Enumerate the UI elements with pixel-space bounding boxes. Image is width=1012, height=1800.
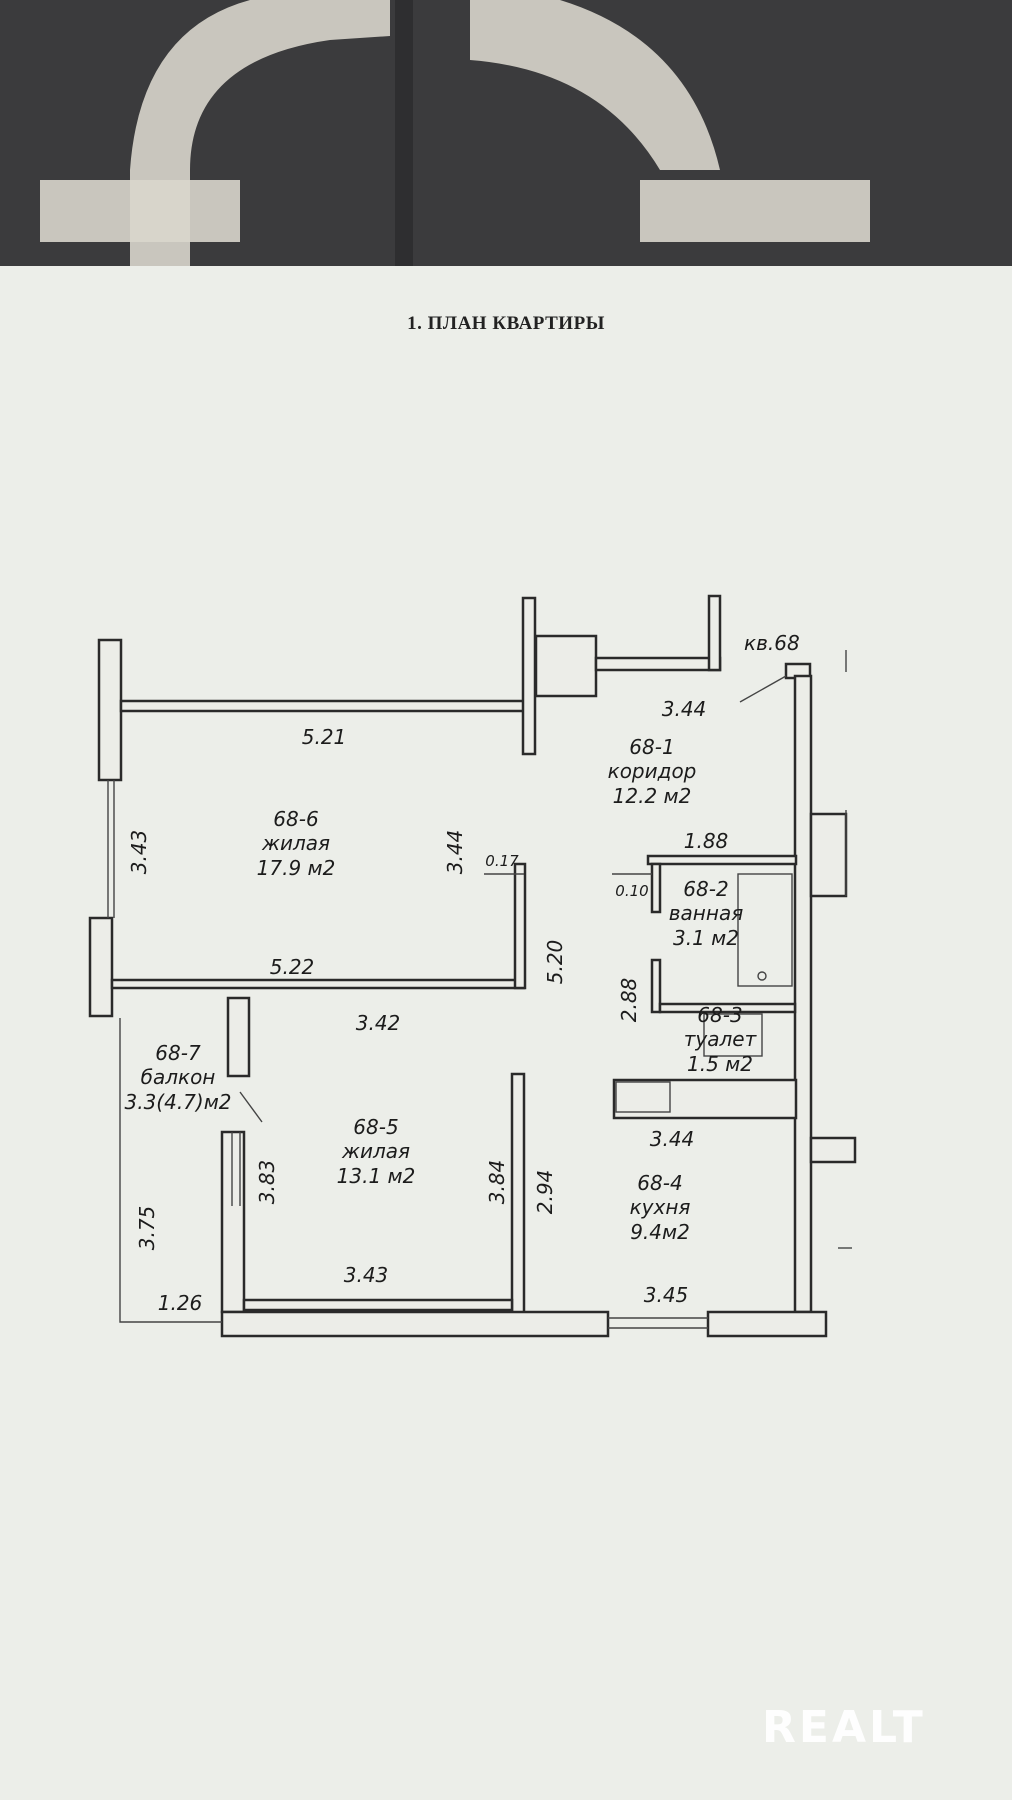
room-corridor: 68-1 коридор 12.2 м2 (608, 735, 697, 808)
wall-top-right-pier (707, 594, 722, 672)
wall-bath-left (650, 862, 662, 914)
toilet-fixture (703, 1013, 763, 1057)
dim-kitchen-width-bottom: 3.45 (644, 1283, 689, 1307)
room-living2-name: жилая (341, 1139, 410, 1163)
room-living2-code: 68-5 (353, 1115, 398, 1139)
wall-top-bedroom (119, 699, 527, 713)
wall-bottom-left (220, 1310, 610, 1338)
document-title: 1. ПЛАН КВАРТИРЫ (407, 313, 605, 334)
balcony-outline (119, 1018, 222, 1323)
wall-right-kitchen-ledge (809, 1136, 857, 1164)
room-balcony-code: 68-7 (155, 1041, 201, 1065)
dim-wall-017: 0.17 (485, 852, 519, 870)
apartment-leader (739, 675, 787, 703)
room-kitchen: 68-4 кухня 9.4м2 (630, 1171, 691, 1244)
balcony-leader (239, 1091, 263, 1123)
room-toilet: 68-3 туалет 1.5 м2 (684, 1003, 758, 1076)
dim-bedroom-length: 5.21 (302, 725, 347, 749)
dim-corridor-length: 5.20 (543, 940, 567, 985)
wall-right-window (809, 812, 848, 898)
room-bathroom: 68-2 ванная 3.1 м2 (669, 877, 743, 950)
room-toilet-name: туалет (684, 1027, 758, 1051)
dim-living2-right-height: 3.84 (485, 1160, 509, 1205)
bathtub-drain (757, 971, 767, 981)
room-bathroom-code: 68-2 (683, 877, 728, 901)
room-living2: 68-5 жилая 13.1 м2 (337, 1115, 416, 1188)
paper-sheet (0, 266, 1012, 1800)
fabric-background (0, 0, 1012, 300)
wall-balcony-pier (226, 996, 251, 1078)
dim-living2-width-top: 3.42 (356, 1011, 401, 1035)
room-balcony-area: 3.3(4.7)м2 (124, 1090, 231, 1114)
kitchen-riser (615, 1081, 671, 1113)
dim-living2-left-height: 3.83 (255, 1160, 279, 1205)
dim-bedroom-width: 3.44 (443, 830, 467, 875)
room-living1: 68-6 жилая 17.9 м2 (257, 807, 336, 880)
room-corridor-name: коридор (608, 759, 697, 783)
room-bathroom-area: 3.1 м2 (673, 926, 739, 950)
dim-bath-width: 1.88 (684, 829, 729, 853)
dim-kitchen-length: 2.94 (533, 1170, 557, 1215)
bathtub (737, 873, 793, 987)
room-living2-area: 13.1 м2 (337, 1164, 416, 1188)
wall-top-right (594, 656, 722, 672)
room-bathroom-name: ванная (669, 901, 743, 925)
wall-top-pier (521, 596, 537, 756)
room-kitchen-name: кухня (630, 1195, 691, 1219)
dim-kitchen-width-top: 3.44 (650, 1127, 695, 1151)
dim-wall-010: 0.10 (615, 882, 648, 900)
room-corridor-area: 12.2 м2 (613, 784, 692, 808)
room-living1-area: 17.9 м2 (257, 856, 336, 880)
watermark-logo: REALT (762, 1702, 926, 1753)
room-kitchen-area: 9.4м2 (630, 1220, 690, 1244)
room-toilet-area: 1.5 м2 (687, 1052, 753, 1076)
room-corridor-code: 68-1 (629, 735, 674, 759)
wall-living2-bottom (242, 1298, 514, 1312)
dim-balcony-length: 3.75 (135, 1206, 159, 1251)
wall-toilet-bottom (658, 1002, 797, 1014)
dim-balcony-width: 1.26 (158, 1291, 203, 1315)
dim-bedroom-inner-length: 5.22 (270, 955, 315, 979)
wall-living2-right (510, 1072, 526, 1316)
room-balcony: 68-7 балкон 3.3(4.7)м2 (124, 1041, 231, 1114)
wall-toilet-left (650, 958, 662, 1014)
wall-left-outer (97, 638, 123, 782)
wall-entrance-frame (534, 634, 598, 698)
room-living1-code: 68-6 (273, 807, 318, 831)
room-living1-name: жилая (261, 831, 330, 855)
apartment-label: кв.68 (744, 631, 800, 655)
room-balcony-name: балкон (141, 1065, 216, 1089)
wall-right-outer (793, 674, 813, 1314)
room-kitchen-code: 68-4 (637, 1171, 682, 1195)
dim-bedroom-window-height: 3.43 (127, 830, 151, 875)
dim-living2-width-bottom: 3.43 (344, 1263, 389, 1287)
wall-bath-partition (646, 854, 798, 866)
wall-between-rooms (110, 978, 526, 990)
wall-bottom-right (706, 1310, 828, 1338)
dim-corridor-width: 3.44 (662, 697, 707, 721)
wall-bedroom-right (513, 862, 527, 990)
room-toilet-code: 68-3 (697, 1003, 742, 1027)
wall-left-lower (88, 916, 114, 1018)
dim-bath-length: 2.88 (617, 978, 641, 1023)
